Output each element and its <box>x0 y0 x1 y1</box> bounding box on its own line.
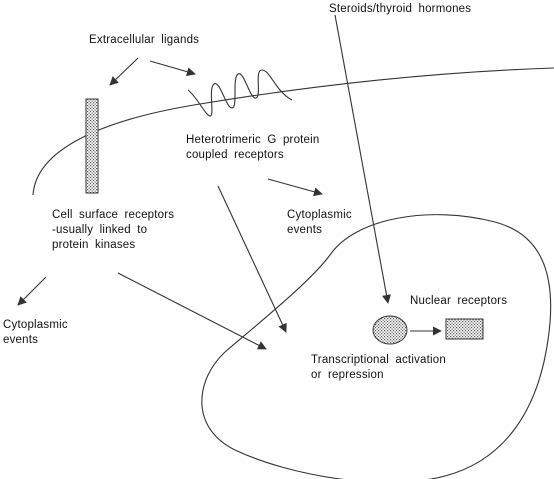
cell-membrane <box>32 67 554 196</box>
label-cytoplasmic-middle-line-1: Cytoplasmic <box>287 209 352 221</box>
label-transcription-line-1: Transcriptional activation <box>311 354 446 366</box>
label-cytoplasmic-left-line-1: Cytoplasmic <box>3 319 68 331</box>
nucleus-membrane <box>201 214 552 479</box>
label-transcription-line-2: or repression <box>311 369 384 381</box>
label-gprotein-receptors: Heterotrimeric G protein coupled recepto… <box>186 133 320 163</box>
label-cytoplasmic-events-left: Cytoplasmic events <box>3 318 68 348</box>
nuclear-receptor-shape <box>372 315 408 345</box>
label-cytoplasmic-events-middle: Cytoplasmic events <box>287 208 352 238</box>
arrow-ligand-to-receptor <box>109 57 139 86</box>
label-gprotein-line-2: coupled receptors <box>186 149 284 161</box>
arrow-gpcr-to-nucleus <box>217 185 287 333</box>
arrow-gpcr-to-cytoplasmic <box>267 178 323 197</box>
label-cell-surface-receptors: Cell surface receptors -usually linked t… <box>52 208 174 253</box>
cell-surface-receptor-bar <box>85 98 99 194</box>
label-steroids: Steroids/thyroid hormones <box>329 3 472 15</box>
arrow-steroids-to-nucleus <box>334 14 391 304</box>
label-cell-surface-line-1: Cell surface receptors <box>52 209 175 221</box>
activated-complex-shape <box>445 318 484 340</box>
label-transcriptional-activation: Transcriptional activation or repression <box>311 353 446 383</box>
arrow-ligand-to-gpcr <box>149 60 196 77</box>
label-extracellular-ligands: Extracellular ligands <box>89 34 200 46</box>
label-nuclear-receptors: Nuclear receptors <box>410 295 508 307</box>
label-cell-surface-line-2: -usually linked to <box>52 224 148 236</box>
arrow-receptor-to-cytoplasmic <box>17 276 47 306</box>
label-cytoplasmic-middle-line-2: events <box>287 224 323 236</box>
label-cytoplasmic-left-line-2: events <box>3 334 39 346</box>
gpcr-coil <box>187 69 293 117</box>
arrow-receptor-to-nucleus <box>117 272 267 350</box>
label-gprotein-line-1: Heterotrimeric G protein <box>186 134 320 146</box>
label-cell-surface-line-3: protein kinases <box>52 239 136 251</box>
